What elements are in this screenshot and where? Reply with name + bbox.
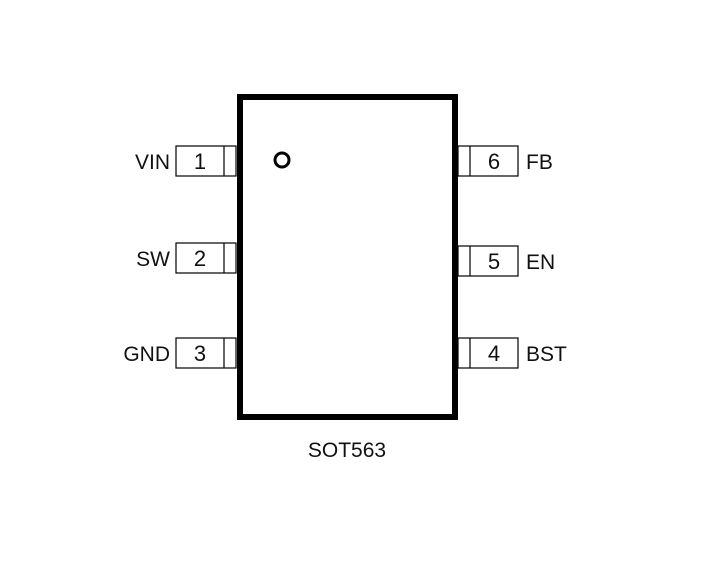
pin-pad	[175, 145, 237, 177]
pin-pad	[175, 242, 237, 274]
pin-number: 5	[488, 249, 500, 274]
pin-pad	[457, 337, 519, 369]
pin1-marker-icon	[273, 151, 291, 169]
pin-number: 1	[194, 149, 206, 174]
right-pin-6: 6 FB	[457, 145, 553, 177]
pin-label: SW	[136, 248, 170, 271]
pin-label: BST	[526, 343, 567, 366]
pin-pad	[457, 145, 519, 177]
right-pin-4: 4 BST	[457, 337, 567, 369]
pin-number: 2	[194, 246, 206, 271]
right-pin-5: 5 EN	[457, 245, 555, 277]
pin-pad	[175, 337, 237, 369]
pin-label: FB	[526, 151, 553, 174]
pin-label: EN	[526, 251, 555, 274]
left-pin-3: 3 GND	[123, 337, 237, 369]
pin-label: GND	[123, 343, 170, 366]
pin-number: 4	[488, 341, 500, 366]
pin-pad	[457, 245, 519, 277]
pin-label: VIN	[135, 151, 170, 174]
pin-number: 6	[488, 149, 500, 174]
package-name: SOT563	[308, 439, 386, 462]
pin-number: 3	[194, 341, 206, 366]
chip-body	[237, 94, 458, 420]
left-pin-1: 1 VIN	[135, 145, 237, 177]
left-pin-2: 2 SW	[136, 242, 237, 274]
